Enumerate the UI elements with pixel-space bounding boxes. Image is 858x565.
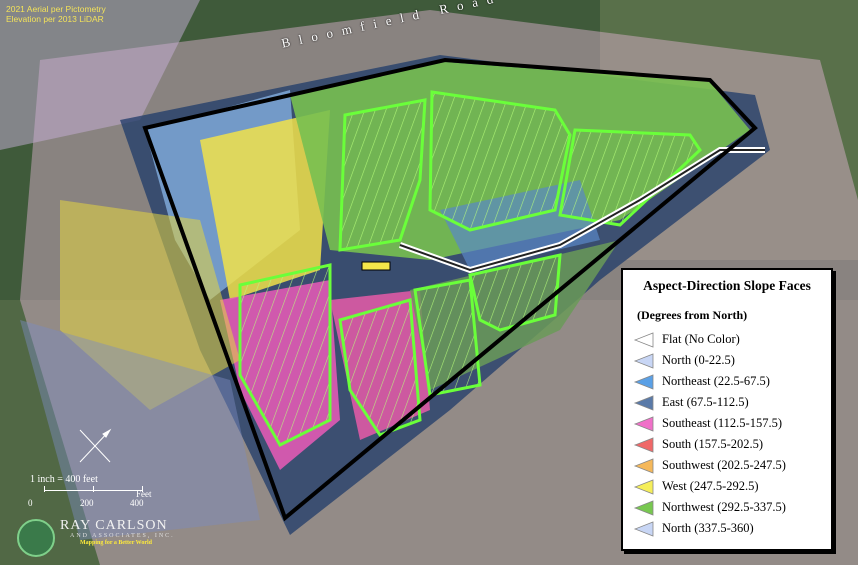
parcel-4[interactable] xyxy=(238,263,332,447)
credit-aerial: 2021 Aerial per Pictometry xyxy=(6,4,106,14)
legend-item-label: South (157.5-202.5) xyxy=(662,437,764,451)
legend-swatch-icon xyxy=(633,478,654,495)
legend-item-label: West (247.5-292.5) xyxy=(662,479,759,493)
legend-swatch-icon xyxy=(633,394,654,411)
legend-item-label: East (67.5-112.5) xyxy=(662,395,749,409)
credit-elevation: Elevation per 2013 LiDAR xyxy=(6,14,104,24)
scale-tick-1 xyxy=(93,486,94,492)
parcel-outlines xyxy=(238,90,702,447)
legend-swatch-icon xyxy=(633,499,654,516)
company-name: RAY CARLSON xyxy=(60,518,168,533)
scale-bar: 1 inch = 400 feet 0 200 400 Feet xyxy=(14,474,174,514)
legend-item: Northeast (22.5-67.5) xyxy=(633,371,831,392)
legend-item: North (0-22.5) xyxy=(633,350,831,371)
scale-label-0: 0 xyxy=(28,498,33,508)
logo-globe-icon xyxy=(17,519,55,557)
scale-label-2: 400 xyxy=(130,498,144,508)
legend-item: North (337.5-360) xyxy=(633,518,831,539)
legend-item: Southeast (112.5-157.5) xyxy=(633,413,831,434)
legend-item: West (247.5-292.5) xyxy=(633,476,831,497)
legend-subtitle: (Degrees from North) xyxy=(637,308,748,322)
north-arrow-icon xyxy=(79,428,112,463)
scale-unit: Feet xyxy=(136,489,152,499)
legend-item: Southwest (202.5-247.5) xyxy=(633,455,831,476)
aspect-west-area xyxy=(200,110,330,300)
legend-item: Flat (No Color) xyxy=(633,329,831,350)
legend-item-label: Northeast (22.5-67.5) xyxy=(662,374,770,388)
scale-tick-0 xyxy=(44,486,45,492)
legend-title: Aspect-Direction Slope Faces xyxy=(643,278,811,293)
legend-item-label: Northwest (292.5-337.5) xyxy=(662,500,786,514)
legend: Aspect-Direction Slope Faces (Degrees fr… xyxy=(621,268,833,551)
legend-swatch-icon xyxy=(633,415,654,432)
parcel-6[interactable] xyxy=(413,278,482,397)
legend-item: Northwest (292.5-337.5) xyxy=(633,497,831,518)
legend-item-label: Southwest (202.5-247.5) xyxy=(662,458,786,472)
legend-item-label: North (0-22.5) xyxy=(662,353,735,367)
property-boundary[interactable] xyxy=(142,57,758,522)
company-subtitle: AND ASSOCIATES, INC. xyxy=(70,533,175,539)
scale-title: 1 inch = 400 feet xyxy=(30,474,98,485)
scale-tick-2 xyxy=(142,486,143,492)
map-credit: 2021 Aerial per Pictometry Elevation per… xyxy=(6,4,106,24)
scale-label-1: 200 xyxy=(80,498,94,508)
legend-item-label: Southeast (112.5-157.5) xyxy=(662,416,783,430)
legend-swatch-icon xyxy=(633,520,654,537)
legend-swatch-icon xyxy=(633,331,654,348)
aspect-north-offsite xyxy=(20,320,260,540)
legend-swatch-icon xyxy=(633,436,654,453)
parcel-1[interactable] xyxy=(338,98,427,252)
legend-items: Flat (No Color) North (0-22.5) Northeast (… xyxy=(623,329,831,539)
parcel-2[interactable] xyxy=(428,90,572,232)
legend-item-label: Flat (No Color) xyxy=(662,332,740,346)
legend-swatch-icon xyxy=(633,352,654,369)
legend-item-label: North (337.5-360) xyxy=(662,521,754,535)
company-tagline: Mapping for a Better World xyxy=(80,540,152,546)
legend-swatch-icon xyxy=(633,457,654,474)
building-marker xyxy=(361,261,391,271)
legend-item: East (67.5-112.5) xyxy=(633,392,831,413)
legend-swatch-icon xyxy=(633,373,654,390)
parcel-5[interactable] xyxy=(338,298,422,437)
buffer-zone-nw xyxy=(0,0,200,150)
legend-item: South (157.5-202.5) xyxy=(633,434,831,455)
parcel-7[interactable] xyxy=(468,253,562,332)
aspect-west-offsite xyxy=(60,200,240,410)
